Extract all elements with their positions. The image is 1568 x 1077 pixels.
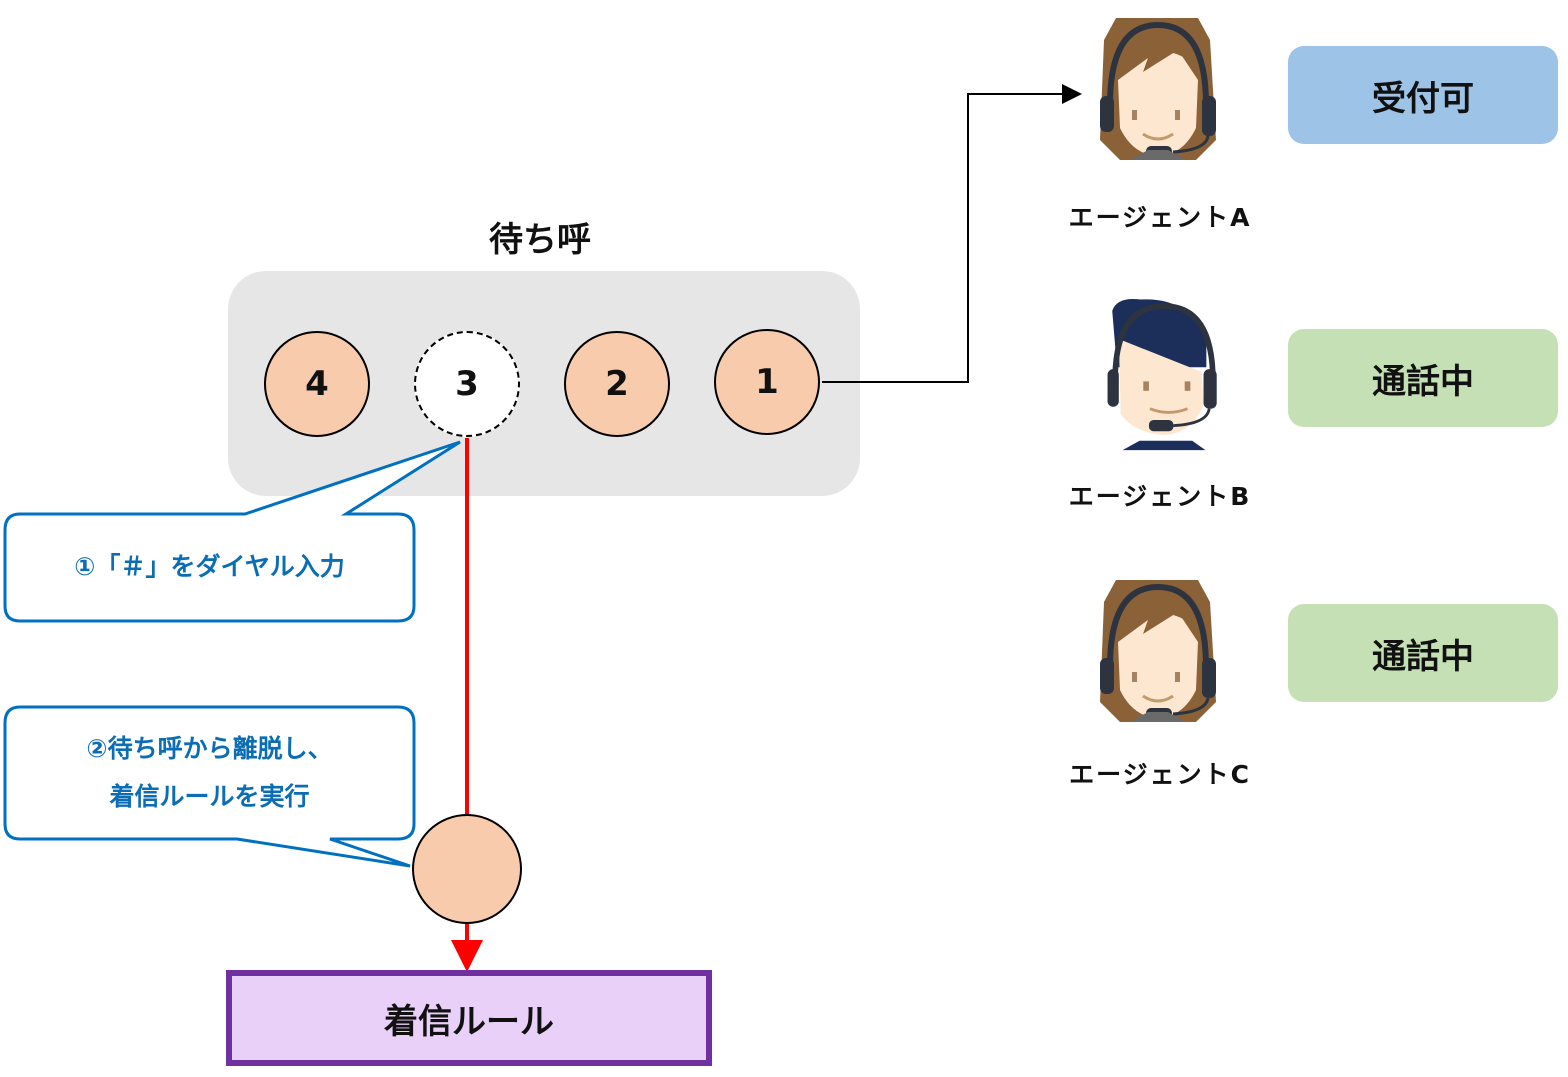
queue-title: 待ち呼 bbox=[489, 220, 591, 260]
queued-call-1: 1 bbox=[714, 329, 820, 435]
agent-c-status-badge: 通話中 bbox=[1288, 604, 1558, 702]
agent-c-status-text: 通話中 bbox=[1372, 636, 1474, 677]
agent-b-name: エージェントB bbox=[1068, 482, 1252, 511]
call-number: 2 bbox=[605, 364, 629, 404]
queue-container bbox=[228, 271, 860, 496]
incoming-rule-label: 着信ルール bbox=[384, 1001, 554, 1042]
queued-call-4: 4 bbox=[264, 331, 370, 437]
route-to-agent-a bbox=[822, 84, 1082, 383]
exited-call bbox=[412, 814, 522, 924]
call-number: 3 bbox=[455, 364, 479, 404]
queued-call-3-left: 3 bbox=[414, 331, 520, 437]
agent-a-status-text: 受付可 bbox=[1372, 78, 1474, 119]
incoming-rule-box: 着信ルール bbox=[226, 970, 712, 1066]
callout-step1-shape bbox=[3, 440, 461, 623]
queued-call-2: 2 bbox=[564, 331, 670, 437]
agent-a-avatar-icon bbox=[1100, 18, 1216, 160]
agent-a-name: エージェントA bbox=[1068, 203, 1252, 232]
agent-c-avatar-icon bbox=[1100, 580, 1216, 722]
callout-step2-shape bbox=[3, 705, 416, 868]
call-number: 1 bbox=[755, 362, 779, 402]
agent-a-status-badge: 受付可 bbox=[1288, 46, 1558, 144]
callout-step2-line2: 着信ルールを実行 bbox=[109, 782, 310, 811]
agent-b-status-badge: 通話中 bbox=[1288, 329, 1558, 427]
agent-b-status-text: 通話中 bbox=[1372, 361, 1474, 402]
callout-step1-text: ①「＃」をダイヤル入力 bbox=[74, 552, 345, 581]
agent-b-avatar-icon bbox=[1107, 299, 1217, 451]
agent-c-name: エージェントC bbox=[1069, 760, 1251, 789]
call-number: 4 bbox=[305, 364, 329, 404]
callout-step2-line1: ②待ち呼から離脱し、 bbox=[86, 734, 333, 763]
